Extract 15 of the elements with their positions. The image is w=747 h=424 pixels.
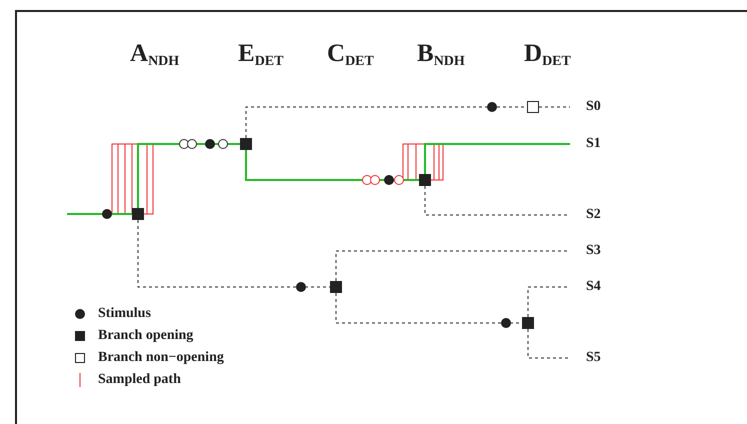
legend-text: Stimulus: [98, 306, 151, 322]
state-label: S4: [586, 279, 601, 295]
state-label: S3: [586, 243, 601, 259]
legend-text: Sampled path: [98, 372, 181, 388]
column-heading: B$_{NDH}$: [417, 40, 465, 71]
legend-text: Branch non−opening: [98, 350, 224, 366]
column-heading: D$_{DET}$: [524, 40, 571, 71]
column-heading: A$_{NDH}$: [130, 40, 180, 71]
column-heading: E$_{DET}$: [238, 40, 284, 71]
state-label: S5: [586, 350, 601, 366]
legend-text: Branch opening: [98, 328, 194, 344]
column-heading: C$_{DET}$: [327, 40, 374, 71]
state-label: S0: [586, 99, 601, 115]
state-label: S2: [586, 207, 601, 223]
state-label: S1: [586, 136, 601, 152]
